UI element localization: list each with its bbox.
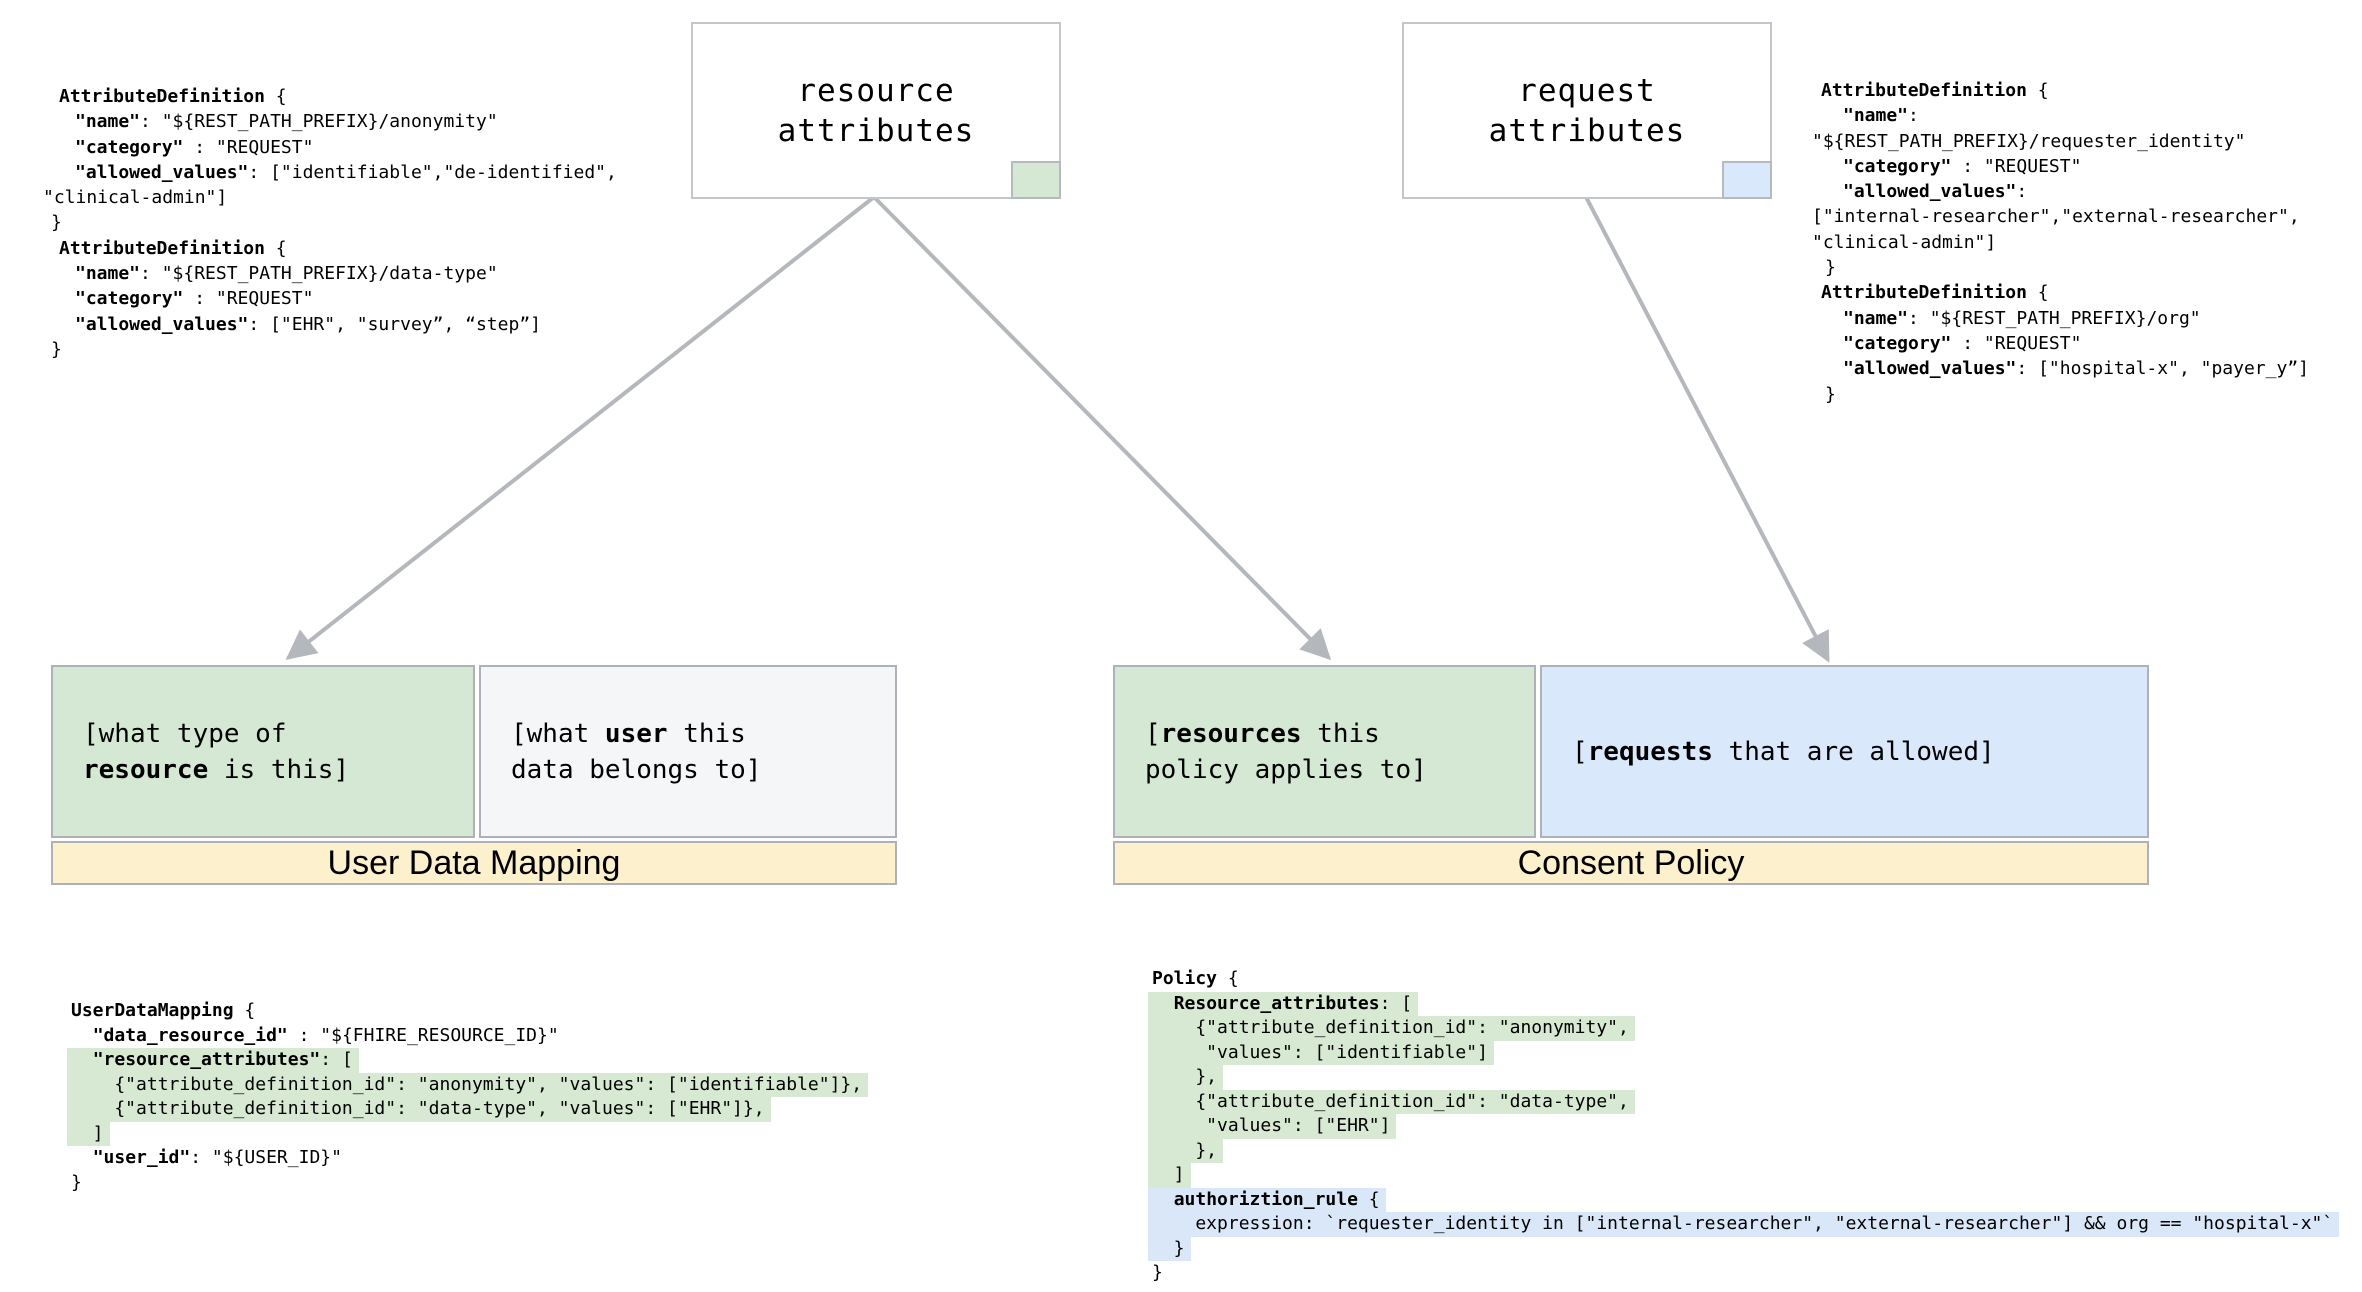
resource-green-chip — [1011, 161, 1061, 199]
request-blue-chip — [1722, 161, 1772, 199]
arrow-resource-to-consent-policy — [872, 195, 1332, 661]
arrow-request-to-consent-policy — [1584, 196, 1830, 663]
attribute-definitions-left-code: AttributeDefinition {"name": "${REST_PAT… — [43, 86, 617, 360]
consent-policy-banner-label: Consent Policy — [1517, 843, 1745, 882]
user-data-mapping-banner: User Data Mapping — [51, 841, 897, 885]
user-data-mapping-banner-label: User Data Mapping — [327, 843, 621, 882]
cp-requests-cell: [requests that are allowed] — [1540, 665, 2149, 838]
attribute-definitions-right-code: AttributeDefinition {"name":"${REST_PATH… — [1812, 80, 2309, 405]
user-data-mapping-code: UserDataMapping { "data_resource_id" : "… — [67, 999, 869, 1195]
policy-code: Policy { Resource_attributes: [ {"attrib… — [1148, 967, 2340, 1286]
consent-policy-banner: Consent Policy — [1113, 841, 2149, 885]
